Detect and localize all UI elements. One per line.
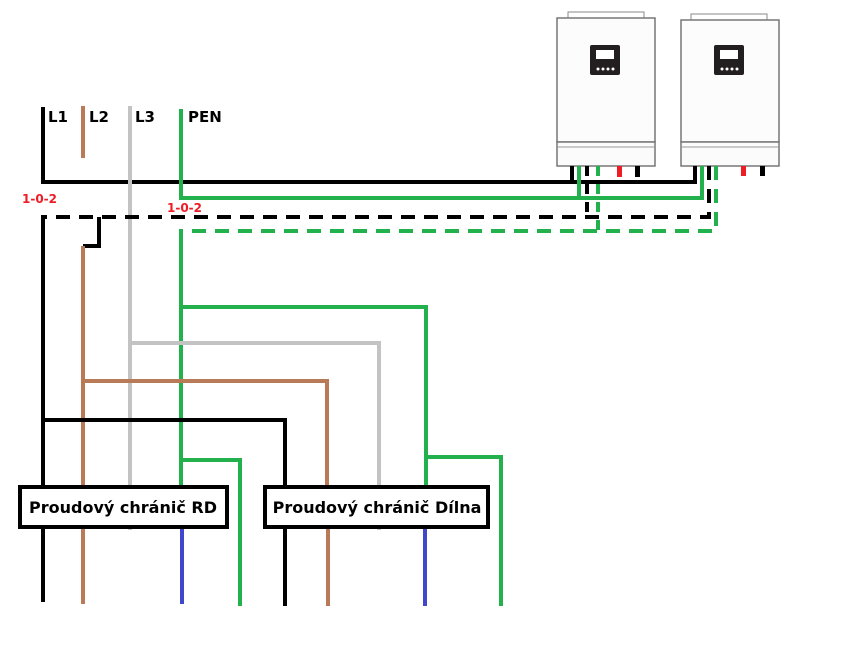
rcd-rd: Proudový chránič RD <box>18 485 229 529</box>
wire-l2-bridge <box>83 217 101 248</box>
switch-code-l1: 1-0-2 <box>22 192 57 206</box>
label-l3: L3 <box>135 108 155 126</box>
rcd-dilna-label: Proudový chránič Dílna <box>273 498 482 517</box>
battery-minus-terminal <box>635 166 640 177</box>
rcd-rd-label: Proudový chránič RD <box>29 498 217 517</box>
label-pen: PEN <box>188 108 222 126</box>
rcd-dilna: Proudový chránič Dílna <box>263 485 490 529</box>
label-l1: L1 <box>48 108 68 126</box>
wire-l3-dilna <box>130 341 381 530</box>
battery-plus-terminal <box>741 166 746 176</box>
wire-l1-dilna <box>43 418 287 488</box>
wire-l2-dilna <box>83 379 329 488</box>
inverter-display-icon <box>714 45 744 75</box>
switch-code-pen: 1-0-2 <box>167 201 202 215</box>
wire-pe-dilna <box>181 305 503 606</box>
label-l2: L2 <box>89 108 109 126</box>
wire-pe-rd <box>181 458 242 606</box>
wire-pen-inverter-output <box>181 166 718 233</box>
inverter-2 <box>680 13 780 176</box>
wire-pen-to-inverter-2 <box>579 166 704 200</box>
inverter-1 <box>556 11 656 177</box>
wire-l1-inverter-output <box>43 166 711 219</box>
wire-pen-grid <box>179 109 579 200</box>
battery-minus-terminal <box>760 166 765 176</box>
inverter-display-icon <box>590 45 620 75</box>
wire-l1-grid <box>41 107 572 184</box>
battery-plus-terminal <box>617 166 622 177</box>
wire-l1-to-inverter-2 <box>572 166 697 184</box>
